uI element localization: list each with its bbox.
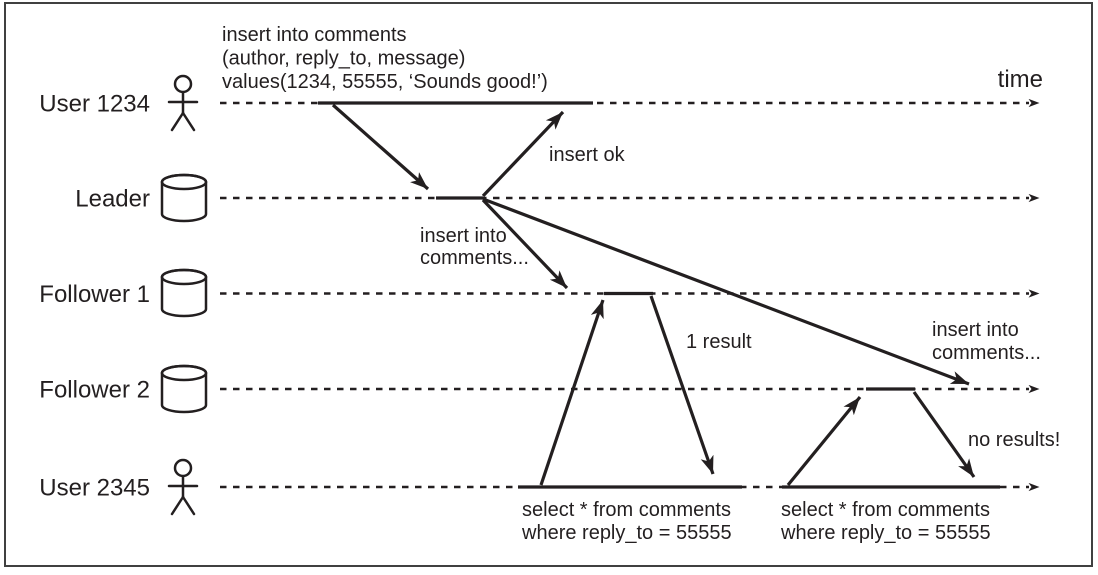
annotation-first-select: select * from comments where reply_to = … (521, 499, 732, 544)
lane-label-user-2345: User 2345 (39, 475, 150, 502)
lane-label-leader: Leader (75, 186, 150, 213)
annotation-second-read-result: no results! (968, 429, 1060, 451)
first-select-line1: select * from comments (522, 499, 731, 521)
arrow-first-query-to-follower-1 (539, 299, 605, 486)
arrow-second-query-to-follower-2 (786, 395, 862, 487)
lane-label-user-1234: User 1234 (39, 91, 150, 118)
annotation-replicate-follower-2: insert into comments... (932, 319, 1041, 364)
replicate-2-line1: insert into (932, 319, 1019, 341)
annotation-replicate-follower-1: insert into comments... (420, 225, 529, 269)
replicate-1-line1: insert into (420, 225, 507, 247)
annotation-insert-statement: insert into comments (author, reply_to, … (222, 24, 548, 93)
replicate-1-line2: comments... (420, 247, 529, 269)
annotation-second-select: select * from comments where reply_to = … (780, 499, 991, 544)
annotation-first-read-result: 1 result (686, 331, 752, 353)
arrow-replicate-to-follower-2 (482, 197, 970, 386)
arrow-insert-ok (481, 110, 565, 198)
time-axis-label: time (998, 66, 1043, 93)
lane-label-follower-1: Follower 1 (39, 281, 150, 308)
arrow-replicate-to-follower-1 (481, 198, 569, 290)
figure-border (4, 2, 1093, 567)
replicate-2-line2: comments... (932, 342, 1041, 364)
arrow-first-query-response (649, 295, 715, 475)
second-select-line2: where reply_to = 55555 (780, 522, 991, 544)
annotation-insert-ok: insert ok (549, 144, 626, 166)
first-select-line2: where reply_to = 55555 (521, 522, 732, 544)
insert-statement-line1: insert into comments (222, 24, 407, 46)
lane-label-follower-2: Follower 2 (39, 377, 150, 404)
arrow-second-query-response (912, 391, 976, 478)
insert-statement-line3: values(1234, 55555, ‘Sounds good!’) (222, 71, 548, 93)
arrow-insert-to-leader (331, 103, 430, 191)
insert-statement-line2: (author, reply_to, message) (222, 48, 465, 70)
second-select-line1: select * from comments (781, 499, 990, 521)
